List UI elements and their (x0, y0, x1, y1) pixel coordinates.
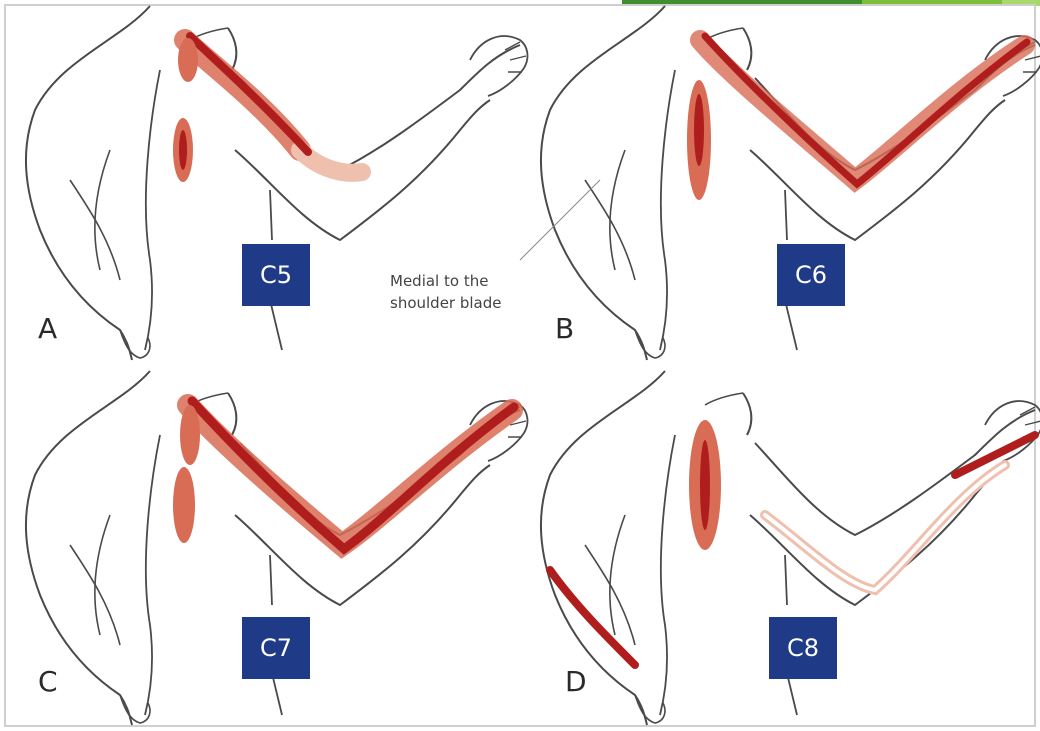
panel-letter-a: A (38, 312, 57, 345)
panel-letter-c: C (38, 665, 58, 698)
panel-letter-d: D (565, 665, 587, 698)
nerve-label-c6: C6 (777, 244, 845, 306)
annotation-line-2: shoulder blade (390, 292, 550, 314)
panel-b: B C6 (515, 0, 1020, 355)
nerve-label-c5: C5 (242, 244, 310, 306)
nerve-label-c7: C7 (242, 617, 310, 679)
panel-c: C C7 (0, 365, 505, 720)
nerve-label-c8: C8 (769, 617, 837, 679)
annotation-line-1: Medial to the (390, 270, 550, 292)
panel-d: D C8 (515, 365, 1020, 720)
panel-letter-b: B (555, 312, 574, 345)
annotation-medial-shoulder-blade: Medial to the shoulder blade (390, 270, 550, 314)
